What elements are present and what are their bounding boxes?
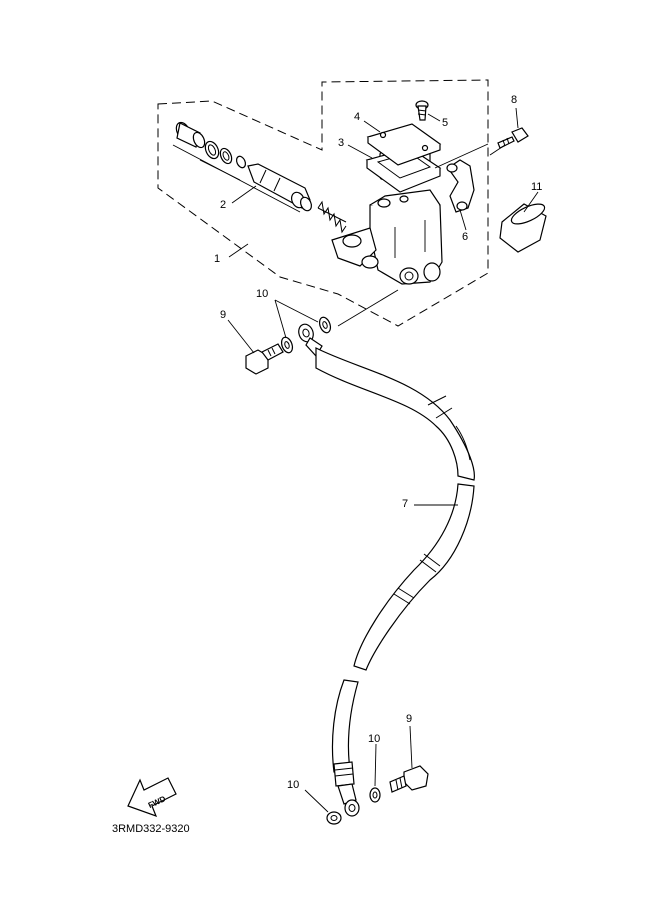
forward-arrow-icon: FWD (127, 777, 177, 818)
copper-washer-top-2 (318, 316, 332, 334)
callout-10-mid: 10 (368, 733, 380, 745)
callout-3: 3 (338, 137, 344, 149)
callout-5: 5 (442, 117, 448, 129)
o-ring (235, 155, 247, 169)
piston-kit (172, 121, 347, 234)
callout-9-top: 9 (220, 309, 226, 321)
callout-10-top: 10 (256, 288, 268, 300)
callout-2: 2 (220, 199, 226, 211)
holder-bolt (497, 127, 529, 149)
callout-9-bottom: 9 (406, 713, 412, 725)
union-bolt-bottom (389, 765, 429, 793)
union-bolt-top (245, 343, 284, 375)
diagram-code: 3RMD332-9320 (112, 823, 190, 835)
lever-cover (499, 203, 547, 253)
piston-washer (219, 147, 233, 165)
callout-4: 4 (354, 111, 360, 123)
brake-hose (298, 323, 475, 817)
reservoir-cap (366, 123, 442, 166)
return-spring (317, 200, 347, 234)
callout-1: 1 (214, 253, 220, 265)
circlip (204, 140, 220, 160)
callout-6: 6 (462, 231, 468, 243)
callout-7: 7 (402, 498, 408, 510)
copper-washer-bottom-1 (326, 811, 342, 825)
copper-washer-top-1 (280, 336, 294, 354)
cap-screw (415, 100, 429, 121)
dust-boot (175, 121, 206, 149)
callout-10-bottom: 10 (287, 779, 299, 791)
callout-8: 8 (511, 94, 517, 106)
copper-washer-bottom-2 (369, 787, 381, 803)
piston (247, 163, 313, 212)
handlebar-holder (446, 159, 475, 213)
callout-11: 11 (531, 181, 542, 193)
assembly-outline (157, 79, 489, 327)
